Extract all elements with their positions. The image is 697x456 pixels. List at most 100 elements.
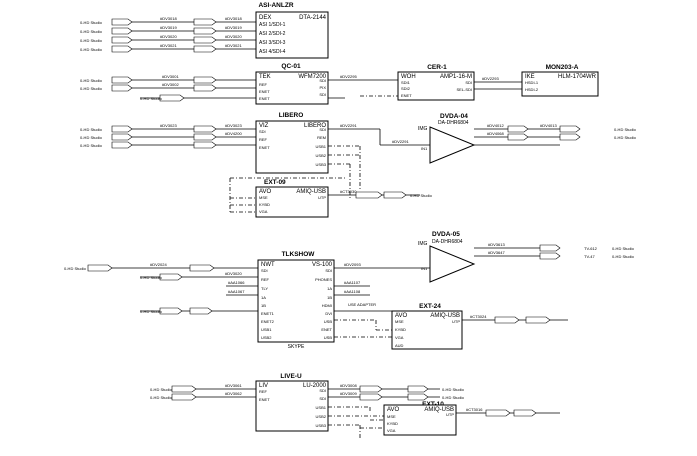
pin-label: REF: [261, 277, 270, 282]
block-cer1: CER-1 WOH AMP1-16-M SDI1 SDI2 ENET SDI S…: [397, 64, 475, 101]
pin-label: USB: [324, 319, 333, 324]
tv-label: TV-47: [584, 254, 595, 259]
block-title: ASI-ANLZR: [258, 2, 293, 9]
source-label: 0-HD Studio: [80, 20, 103, 25]
block-model: DTA-2144: [299, 15, 327, 21]
block-mon203: MON203-A IKE HLM-1704WR HSDI-1 HSDI-2: [521, 64, 599, 97]
dvda04-outputs: #DV4012 #DV4068 #DV4013 0-HD Studio 0-HD…: [474, 123, 637, 146]
block-ext09: EXT-09 AVO AMIQ-USB MSE KYBD VGA UTP: [255, 179, 329, 218]
block-body: [255, 186, 329, 218]
block-body: [255, 380, 329, 432]
block-title: EXT-09: [264, 179, 286, 186]
signal-label: #DV4068: [487, 131, 504, 136]
source-label: 0-HD Studio: [80, 86, 103, 91]
pin-label: SDI: [259, 129, 266, 134]
pin-label: MSE: [395, 319, 404, 324]
pin-label: KYBD: [259, 202, 270, 207]
pin-label: ENET: [259, 145, 270, 150]
block-title: MON203-A: [546, 64, 579, 71]
cer1-wires: #DV2293: [360, 76, 522, 97]
block-model: WFM7200: [298, 74, 326, 80]
out-studio: 0-HD Studio: [410, 193, 433, 198]
source-label: 0-HD Studio: [64, 266, 87, 271]
signal-label: #AA1108: [344, 289, 361, 294]
signal-label: #DV4013: [540, 123, 557, 128]
pin-label: USB1: [316, 405, 327, 410]
block-qc01: QC-01 TEK WFM7200 REF ENET ENET SDI PIX …: [255, 63, 329, 105]
pin-label: AUD: [395, 343, 404, 348]
pin-label: USB1: [316, 144, 327, 149]
pin-label: PIX: [320, 85, 327, 90]
block-body: [255, 11, 329, 59]
pin-label: REF: [259, 137, 268, 142]
pin-label: HSDI-2: [525, 87, 539, 92]
asi-input-wires: 0-HD Studio 0-HD Studio 0-HD Studio 0-HD…: [80, 16, 256, 53]
out-studio: 0-HD Studio: [614, 135, 637, 140]
block-model: AMIQ-USB: [296, 189, 326, 195]
pin-label: SDI: [465, 80, 472, 85]
amp-triangle: [429, 126, 476, 164]
signal-label: #DV2293: [482, 76, 499, 81]
block-vendor: AVO: [259, 189, 272, 195]
block-body: [391, 310, 463, 350]
amp-img: IMG: [418, 241, 428, 247]
amp-dvda05: DVDA-05 DA-DHR6804 IMG IN1: [418, 231, 476, 283]
block-vendor: DEX: [259, 15, 271, 21]
signal-label: #DV2093: [344, 262, 361, 267]
pin-label: ENET: [401, 93, 412, 98]
signal-label: #DV2291: [340, 123, 357, 128]
pin-label: SDI: [325, 268, 332, 273]
pin-label: ASI 2/SDI-2: [259, 31, 286, 37]
pin-label: 1A: [327, 286, 332, 291]
pin-label: ASI 1/SDI-1: [259, 22, 286, 28]
signal-label: #DV3020: [225, 34, 242, 39]
pin-label: VGA: [395, 335, 404, 340]
out-studio: 0-HD Studio: [612, 254, 635, 259]
block-body: [383, 404, 457, 436]
block-model: AMP1-16-M: [440, 74, 472, 80]
signal-label: #DV3019: [160, 25, 177, 30]
block-model: AMIQ-USB: [430, 313, 460, 319]
ext10-wires: #CT3016: [360, 407, 560, 429]
signal-label: #DV2024: [150, 262, 167, 267]
out-studio: 0-HD Studio: [442, 387, 465, 392]
source-label: 0-HD Studio: [150, 387, 173, 392]
tv-label: TV-612: [584, 246, 598, 251]
pin-label: REM: [317, 135, 326, 140]
block-vendor: NWT: [261, 262, 275, 268]
source-label: 0-HD Studio: [140, 275, 163, 280]
pin-label: SDI: [319, 78, 326, 83]
source-label: 0-HD Studio: [80, 78, 103, 83]
block-model: HLM-1704WR: [558, 74, 597, 80]
signal-label: #DV3613: [488, 242, 505, 247]
pin-label: MSE: [387, 414, 396, 419]
block-vendor: WOH: [401, 74, 416, 80]
pin-label: ENET: [259, 96, 270, 101]
block-vendor: VIZ: [259, 123, 269, 129]
pin-label: ASI 4/SDI-4: [259, 49, 286, 55]
source-label: 0-HD Studio: [140, 96, 163, 101]
block-model: VS-100: [312, 262, 333, 268]
pin-label: USB: [324, 335, 333, 340]
block-model: LIBERO: [304, 123, 326, 129]
signal-label: #DV3020: [225, 271, 242, 276]
out-studio: 0-HD Studio: [612, 246, 635, 251]
signal-label: #DV3023: [225, 123, 242, 128]
source-label: 0-HD Studio: [80, 127, 103, 132]
ext24-wires: #CT3024: [462, 314, 568, 324]
block-body: [255, 71, 329, 105]
signal-label: #DV3062: [225, 391, 242, 396]
signal-label: #DV3001: [162, 74, 179, 79]
block-tlkshow: TLKSHOW NWT VS-100 SDI REF TLY 1A 1B ENE…: [257, 251, 335, 350]
pin-label: VGA: [259, 209, 268, 214]
pin-label: 1B: [261, 303, 266, 308]
pin-label: 1B: [327, 295, 332, 300]
signal-label: #DV3061: [225, 383, 242, 388]
source-label: 0-HD Studio: [80, 135, 103, 140]
pin-label: SDI: [319, 388, 326, 393]
pin-label: USB3: [316, 162, 327, 167]
pin-label: HSDI-1: [525, 80, 539, 85]
block-title: TLKSHOW: [282, 251, 316, 258]
amp-img: IMG: [418, 126, 428, 132]
